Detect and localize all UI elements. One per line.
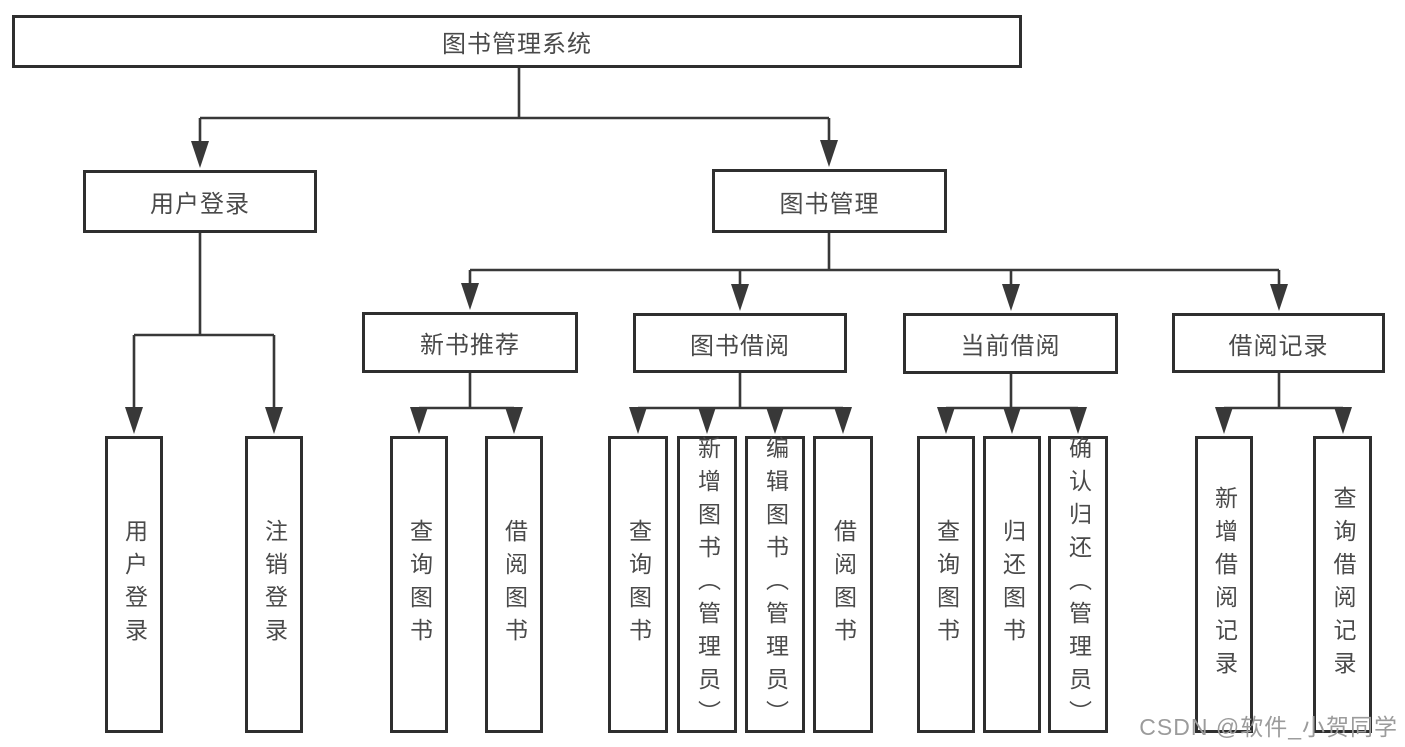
leaf-add-book-admin-label: 新增图书（管理员） (694, 436, 721, 733)
node-current-borrow: 当前借阅 (903, 313, 1118, 374)
node-borrow-records: 借阅记录 (1172, 313, 1385, 373)
node-current-borrow-label: 当前借阅 (960, 333, 1061, 360)
leaf-borrow-books-recommend: 借阅图书 (485, 436, 543, 733)
leaf-query-books-current: 查询图书 (917, 436, 975, 733)
node-borrow-records-label: 借阅记录 (1228, 332, 1329, 360)
leaf-return-book-label: 归还图书 (999, 518, 1026, 651)
leaf-borrow-books: 借阅图书 (813, 436, 873, 733)
leaf-logout-label: 注销登录 (261, 518, 288, 651)
leaf-add-borrow-record-label: 新增借阅记录 (1211, 485, 1238, 684)
leaf-query-borrow-record-label: 查询借阅记录 (1330, 485, 1356, 684)
node-book-management: 图书管理 (712, 169, 947, 233)
node-root-label: 图书管理系统 (442, 31, 592, 58)
node-book-borrow-label: 图书借阅 (690, 332, 790, 360)
node-book-borrow: 图书借阅 (633, 313, 847, 373)
leaf-edit-book-admin-label: 编辑图书（管理员） (762, 436, 789, 733)
leaf-user-login: 用户登录 (105, 436, 163, 733)
node-root: 图书管理系统 (12, 15, 1022, 68)
leaf-confirm-return-admin-label: 确认归还（管理员） (1065, 436, 1092, 733)
watermark: CSDN @软件_小贺同学 (1139, 714, 1398, 740)
node-new-book-recommend-label: 新书推荐 (420, 332, 520, 359)
leaf-add-book-admin: 新增图书（管理员） (677, 436, 737, 733)
leaf-query-books-recommend: 查询图书 (390, 436, 448, 733)
node-book-management-label: 图书管理 (779, 190, 880, 218)
leaf-add-borrow-record: 新增借阅记录 (1195, 436, 1253, 733)
leaf-query-books-recommend-label: 查询图书 (406, 518, 433, 651)
node-user-login-label: 用户登录 (150, 191, 250, 218)
leaf-borrow-books-label: 借阅图书 (830, 518, 857, 651)
leaf-query-books-borrow: 查询图书 (608, 436, 668, 733)
leaf-query-books-current-label: 查询图书 (933, 518, 960, 651)
leaf-query-borrow-record: 查询借阅记录 (1313, 436, 1372, 733)
leaf-user-login-label: 用户登录 (121, 518, 148, 651)
leaf-edit-book-admin: 编辑图书（管理员） (745, 436, 805, 733)
leaf-query-books-borrow-label: 查询图书 (625, 518, 652, 651)
node-user-login: 用户登录 (83, 170, 317, 233)
leaf-confirm-return-admin: 确认归还（管理员） (1048, 436, 1108, 733)
node-new-book-recommend: 新书推荐 (362, 312, 578, 373)
leaf-logout: 注销登录 (245, 436, 303, 733)
leaf-borrow-books-recommend-label: 借阅图书 (501, 518, 528, 651)
leaf-return-book: 归还图书 (983, 436, 1041, 733)
